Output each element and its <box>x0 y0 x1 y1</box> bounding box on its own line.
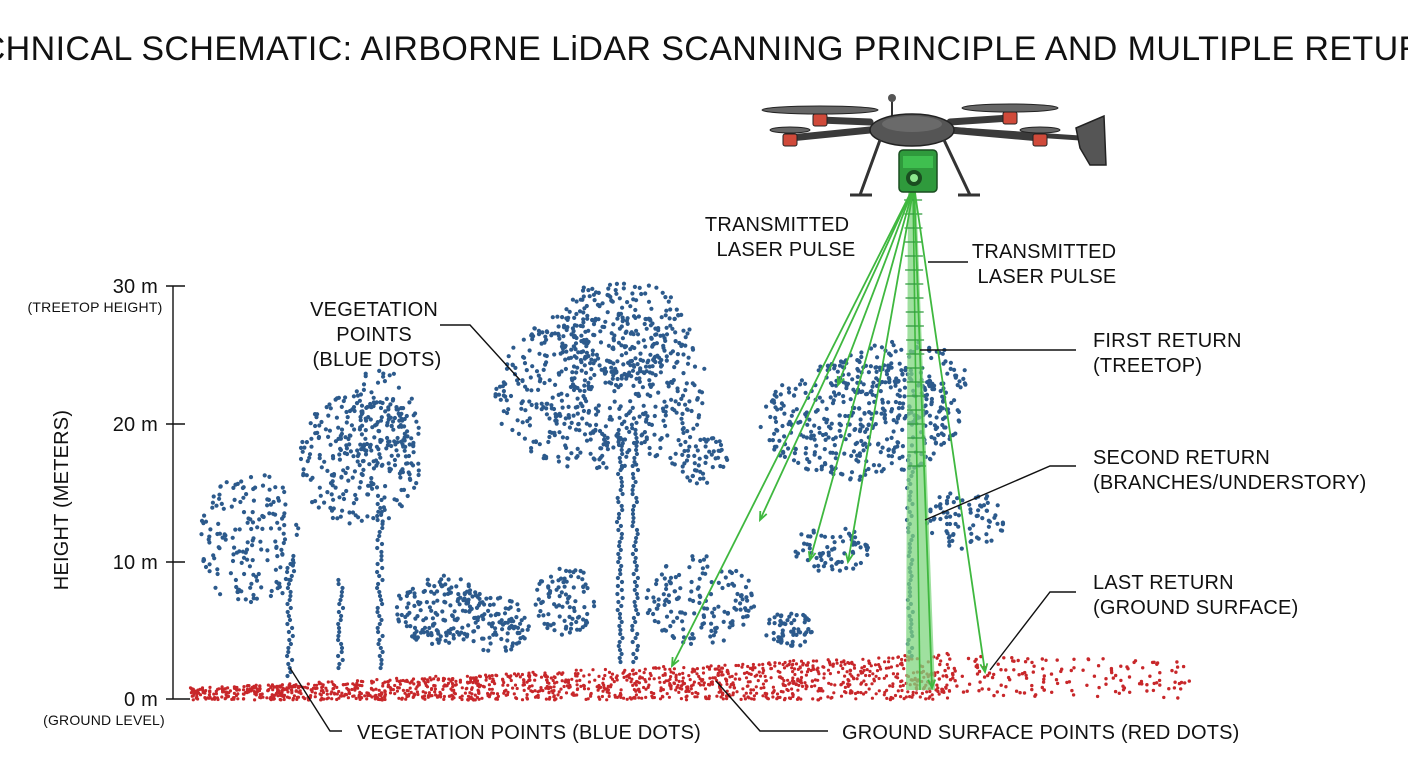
lidar-sensor-icon <box>898 149 938 193</box>
axis-label: HEIGHT (METERS) <box>51 410 73 590</box>
tick-20m: 20 m <box>113 414 158 436</box>
label-vegetation-top: VEGETATION POINTS (BLUE DOTS) <box>310 299 444 371</box>
laser-rays <box>670 185 989 691</box>
label-first-return: FIRST RETURN (TREETOP) <box>1093 330 1247 377</box>
label-second-return: SECOND RETURN (BRANCHES/UNDERSTORY) <box>1093 447 1367 494</box>
tick-30m: 30 m <box>113 276 158 298</box>
ground-points <box>188 651 1192 702</box>
drone-icon <box>761 94 1107 197</box>
page-title: TECHNICAL SCHEMATIC: AIRBORNE LiDAR SCAN… <box>0 30 1408 68</box>
tick-0m: 0 m <box>124 689 158 711</box>
tick-0m-note: (GROUND LEVEL) <box>43 712 165 728</box>
tick-30m-note: (TREETOP HEIGHT) <box>28 299 163 315</box>
height-axis: 30 m (TREETOP HEIGHT) 20 m 10 m 0 m (GRO… <box>28 276 190 728</box>
leader-lines <box>289 261 1076 732</box>
tick-10m: 10 m <box>113 552 158 574</box>
label-vegetation-bottom: VEGETATION POINTS (BLUE DOTS) <box>357 722 701 744</box>
label-pulse-right: TRANSMITTED LASER PULSE <box>972 241 1122 288</box>
label-ground-bottom: GROUND SURFACE POINTS (RED DOTS) <box>842 722 1240 744</box>
label-pulse-left: TRANSMITTED LASER PULSE <box>705 214 856 261</box>
laser-beam <box>904 189 935 691</box>
vegetation-points <box>199 281 1006 679</box>
label-last-return: LAST RETURN (GROUND SURFACE) <box>1093 572 1298 619</box>
